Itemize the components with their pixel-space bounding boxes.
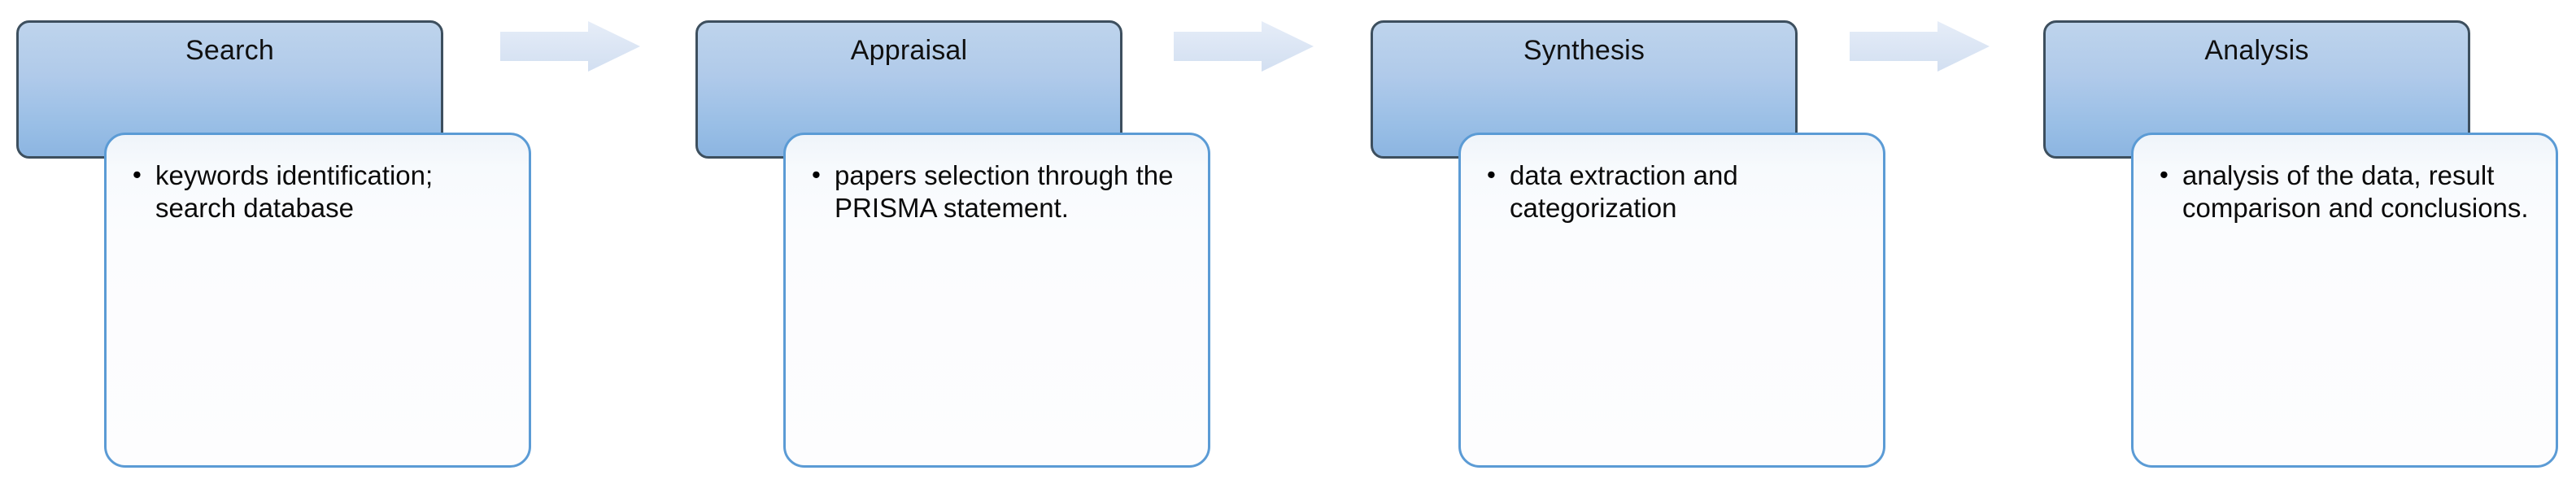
stage-bullet-item: analysis of the data, result comparison … — [2160, 159, 2535, 224]
right-arrow-icon — [1850, 21, 1990, 72]
arrow-appraisal-to-synthesis — [1174, 21, 1314, 72]
right-arrow-icon — [1174, 21, 1314, 72]
stage-bullet-list-synthesis: data extraction and categorization — [1461, 135, 1883, 224]
stage-card-search[interactable]: keywords identification; search database — [104, 133, 531, 468]
arrow-synthesis-to-analysis — [1850, 21, 1990, 72]
stage-title-appraisal: Appraisal — [850, 35, 968, 66]
stage-bullet-list-analysis: analysis of the data, result comparison … — [2134, 135, 2556, 224]
stage-bullet-list-appraisal: papers selection through the PRISMA stat… — [786, 135, 1208, 224]
stage-bullet-list-search: keywords identification; search database — [107, 135, 529, 224]
stage-card-appraisal[interactable]: papers selection through the PRISMA stat… — [783, 133, 1210, 468]
arrow-search-to-appraisal — [500, 21, 640, 72]
stage-title-search: Search — [185, 35, 274, 66]
stage-title-analysis: Analysis — [2204, 35, 2309, 66]
stage-card-analysis[interactable]: analysis of the data, result comparison … — [2131, 133, 2558, 468]
right-arrow-icon — [500, 21, 640, 72]
stage-bullet-item: papers selection through the PRISMA stat… — [812, 159, 1187, 224]
stage-title-synthesis: Synthesis — [1523, 35, 1645, 66]
stage-bullet-item: data extraction and categorization — [1487, 159, 1862, 224]
stage-bullet-item: keywords identification; search database — [133, 159, 508, 224]
stage-card-synthesis[interactable]: data extraction and categorization — [1458, 133, 1885, 468]
